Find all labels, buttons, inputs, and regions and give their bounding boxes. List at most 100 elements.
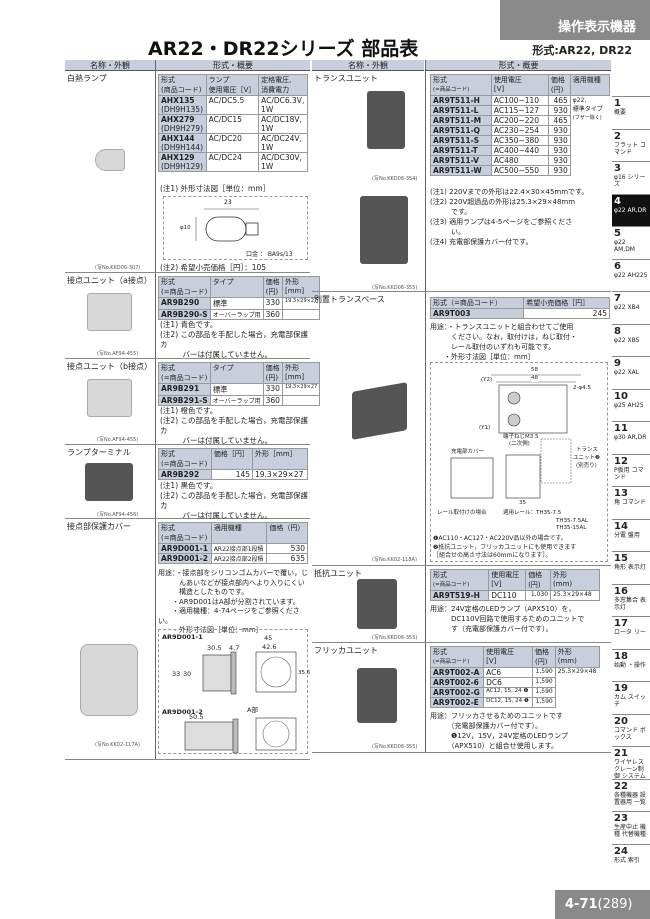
- flicker-unit-photo: [357, 668, 397, 723]
- chapter-number: 1: [614, 98, 621, 109]
- section-lamp: 白熱ランプ (写No.KKD06-307) 形式(商品コード)ランプ使用電圧［V…: [65, 71, 310, 273]
- chapter-number: 3: [614, 163, 621, 174]
- trans-unit-photo: [360, 196, 408, 264]
- photo-caption: (写No.KKD06-354): [372, 176, 418, 182]
- category-banner: 操作表示機器: [500, 0, 650, 40]
- section-name: 白熱ランプ: [67, 74, 107, 83]
- category-label: 操作表示機器: [557, 20, 636, 35]
- chapter-label: 角 コマンド: [614, 499, 646, 506]
- chapter-label: フラット コマンド: [614, 141, 646, 156]
- photo-caption: (写No.KKD06-355): [372, 744, 418, 750]
- photo-caption: (写No.AF94-456): [97, 512, 139, 518]
- chapter-label: ワイヤレス クレーン制御 システム: [614, 759, 646, 780]
- section-name: トランスユニット: [314, 74, 378, 83]
- section-name: 接点ユニット（a接点）: [67, 276, 152, 285]
- contact-unit-photo: [87, 293, 132, 331]
- chapter-number: 6: [614, 260, 621, 272]
- section-trans-base: 別置トランスベース (写No.KK02-118A) 形式（=商品コード）希望小売…: [312, 292, 611, 566]
- chapter-label: 多窓集合 表示灯: [614, 596, 646, 611]
- chapter-label: 生産中止 機種 代替機種: [614, 824, 646, 838]
- diagram-footnotes: ❶AC110・AC127・AC220V品以外の場合です。❷抵抗ユニット，フリッカ…: [433, 535, 577, 559]
- chapter-number: 23: [614, 813, 628, 824]
- chapter-number: 19: [614, 683, 628, 694]
- contact-unit-photo: [87, 379, 132, 417]
- section-name: 別置トランスベース: [314, 295, 385, 304]
- lamp-table: 形式(商品コード)ランプ使用電圧［V］定格電圧,消費電力 AHX135(DH9H…: [158, 74, 308, 172]
- chapter-number: 16: [614, 585, 628, 597]
- chapter-number: 15: [614, 553, 628, 564]
- section-name: 接点部保護カバー: [67, 522, 131, 531]
- cover-photo: [80, 644, 138, 716]
- page-title: AR22・DR22シリーズ 部品表: [148, 38, 419, 60]
- chapter-label: ロータ リー: [614, 629, 646, 636]
- chapter-number: 13: [614, 488, 628, 499]
- chapter-label: φ22 XAL: [614, 369, 640, 376]
- chapter-number: 8: [614, 325, 621, 337]
- chapter-label: 形式 索引: [614, 856, 640, 864]
- photo-caption: (写No.AF94-455): [97, 351, 139, 357]
- note: (注1) 外形寸法図［単位：mm］: [160, 184, 271, 193]
- section-resist-unit: 抵抗ユニット (写No.KKD06-355) 形式(=商品コード)使用電圧[V]…: [312, 566, 611, 643]
- page-number: 4-71(289): [555, 890, 650, 919]
- chapter-number: 2: [614, 130, 621, 142]
- chapter-number: 17: [614, 618, 628, 629]
- chapter-label: φ22 XB5: [614, 336, 640, 344]
- chapter-label: φ22 AR,DR: [614, 206, 647, 214]
- chapter-label: φ22 AM,DM: [614, 239, 635, 253]
- col-header-name: 名称・外観: [312, 60, 424, 71]
- section-name: ランプターミナル: [67, 448, 131, 457]
- chapter-number: 20: [614, 715, 628, 727]
- lamp-dimension-diagram: 23 φ10 口金 ： BA9s/13: [163, 196, 308, 260]
- note: (注2) 希望小売価格［円］：105: [160, 263, 267, 272]
- chapter-label: φ25 AH25: [614, 401, 644, 409]
- divider: [155, 60, 156, 760]
- chapter-number: 7: [614, 293, 621, 304]
- chapter-number: 9: [614, 358, 621, 369]
- chapter-number: 18: [614, 650, 628, 662]
- chapter-label: コマンド ボックス: [614, 726, 646, 741]
- trans-base-dimension-diagram: 58 48 2-φ4.5 (Y2) (Y1) 端子ねじM3.5 (二次側) 充電…: [430, 362, 608, 562]
- section-contact-a: 接点ユニット（a接点） (写No.AF94-455) 形式(=商品コード)タイプ…: [65, 273, 321, 359]
- chapter-label: φ22 XB4: [614, 304, 640, 311]
- page-subtitle: 形式:AR22, DR22: [532, 44, 632, 57]
- terminal-photo: [85, 463, 133, 501]
- chapter-number: 10: [614, 390, 628, 402]
- section-name: フリッカユニット: [314, 646, 378, 655]
